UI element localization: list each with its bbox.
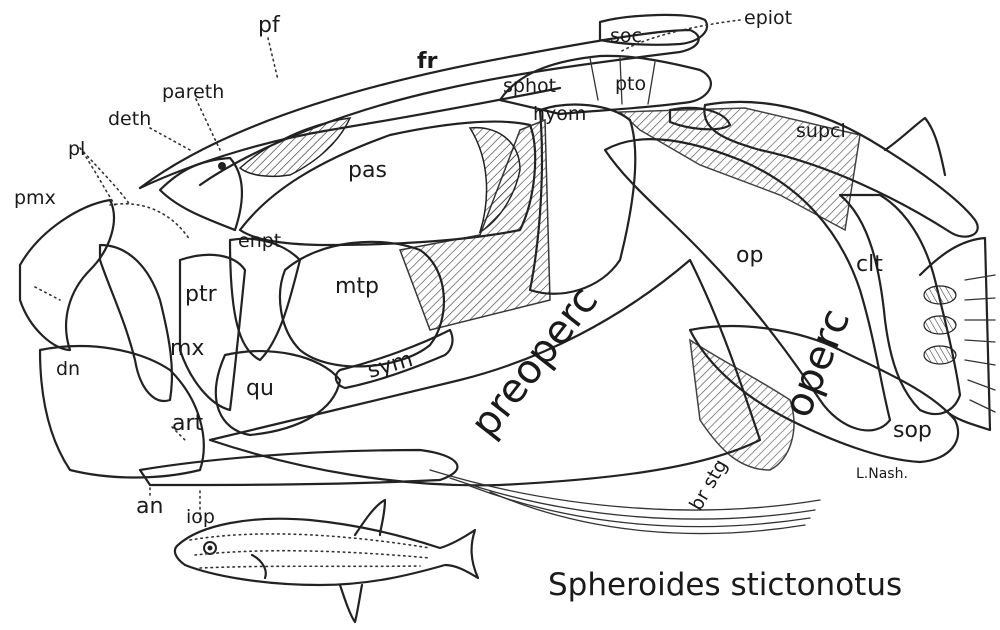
label-art: art [172, 411, 204, 436]
leader-lines [35, 20, 740, 520]
label-pas: pas [348, 158, 387, 183]
label-iop: iop [186, 506, 215, 528]
label-enpt: enpt [238, 230, 281, 252]
label-an: an [136, 494, 163, 519]
label-fr: fr [417, 49, 438, 74]
label-deth: deth [108, 108, 151, 130]
label-pto: pto [615, 73, 646, 95]
label-op: op [736, 243, 763, 268]
label-clt: clt [856, 252, 883, 277]
label-mtp: mtp [335, 274, 379, 299]
label-brstg: br stg [685, 456, 732, 515]
label-sym: sym [365, 347, 416, 384]
species-caption: Spheroides stictonotus [548, 567, 902, 603]
label-operc: operc [775, 303, 860, 424]
label-sphot: sphot [503, 75, 556, 97]
label-qu: qu [246, 376, 274, 401]
label-dn: dn [56, 358, 80, 380]
label-pf: pf [258, 13, 281, 38]
label-ptr: ptr [185, 282, 218, 307]
label-soc: soc [610, 25, 642, 47]
fish-illustration [175, 500, 478, 622]
label-mx: mx [170, 336, 204, 361]
label-pareth: pareth [162, 81, 224, 103]
label-sop: sop [893, 418, 932, 443]
label-supcl: supcl [796, 120, 846, 142]
artist-signature: L.Nash. [856, 466, 908, 482]
label-pl: pl [68, 138, 85, 160]
label-hyom: hyom [533, 103, 586, 125]
label-pmx: pmx [14, 187, 56, 209]
label-epiot: epiot [744, 7, 792, 29]
